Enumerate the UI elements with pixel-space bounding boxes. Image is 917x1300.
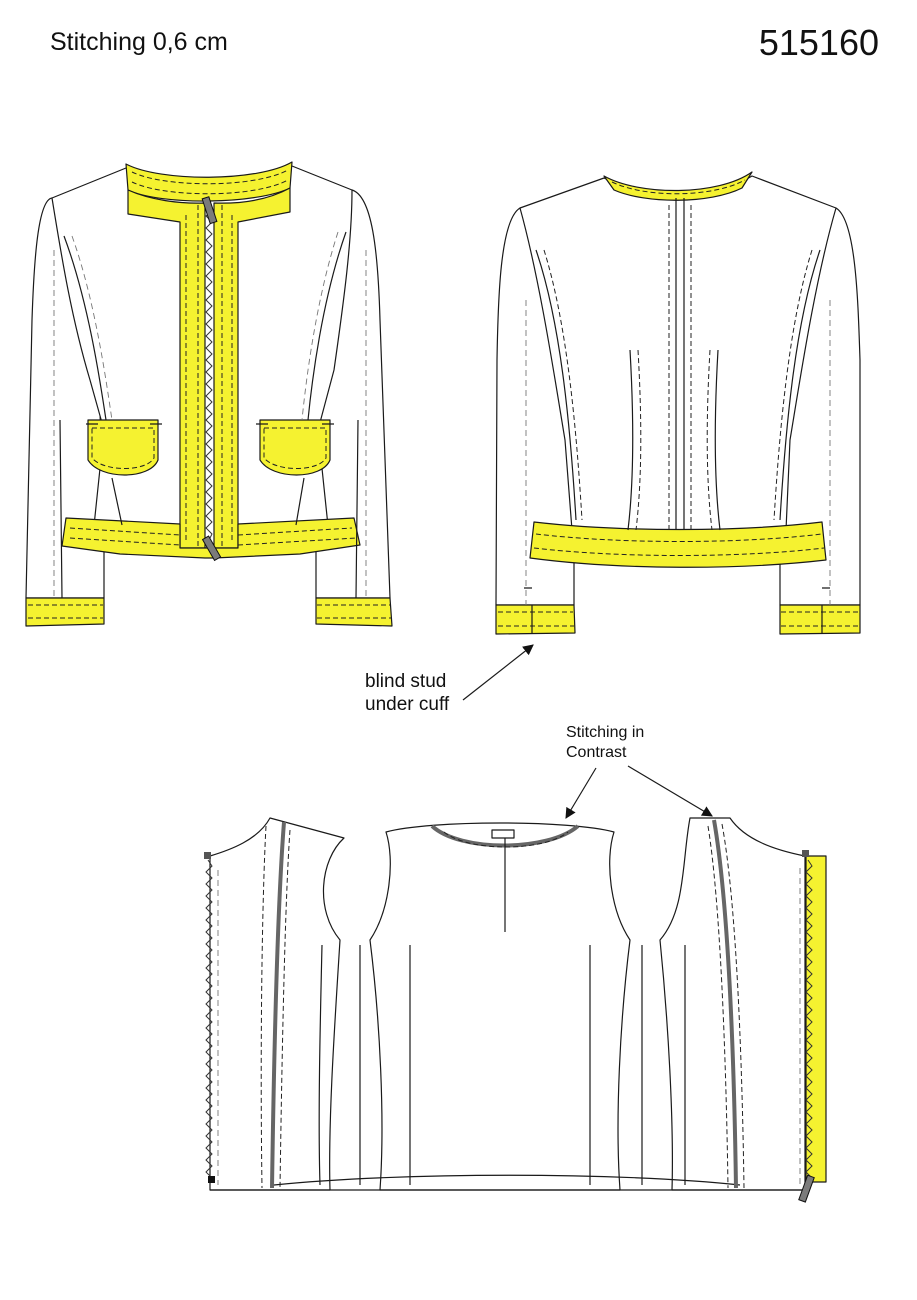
front-left-pocket — [87, 419, 159, 476]
contrast-arrow-front — [627, 765, 713, 817]
contrast-stitch-neck — [430, 824, 580, 848]
contrast-stitch-left — [270, 821, 286, 1189]
stitching-note: Stitching 0,6 cm — [50, 28, 228, 56]
contrast-arrow-neck — [565, 767, 597, 819]
jacket-back-view — [495, 171, 861, 635]
front-right-pocket — [259, 419, 331, 476]
inside-left-zipper — [205, 859, 213, 1179]
blind-stud-arrow — [462, 644, 534, 701]
style-number: 515160 — [758, 22, 879, 63]
back-body — [519, 175, 837, 531]
jacket-front-view — [25, 161, 393, 627]
front-zipper — [205, 203, 213, 541]
contrast-label-line1: Stitching in — [566, 724, 645, 741]
jacket-inside-view — [204, 817, 827, 1203]
back-left-cuff — [495, 604, 576, 635]
front-right-cuff — [315, 597, 393, 627]
front-right-placket-trim — [213, 187, 291, 549]
blind-stud-label-line2: under cuff — [365, 694, 450, 715]
back-neck-trim — [603, 171, 753, 201]
contrast-stitch-right — [712, 819, 738, 1189]
inside-right-zipper — [805, 859, 813, 1179]
back-right-cuff — [779, 604, 861, 635]
contrast-label-line2: Contrast — [566, 744, 627, 761]
front-hem-band — [61, 517, 361, 559]
blind-stud-label-line1: blind stud — [365, 671, 447, 692]
front-left-cuff — [25, 597, 105, 627]
front-neck-trim — [125, 161, 293, 202]
inside-back-panel — [369, 822, 631, 1191]
